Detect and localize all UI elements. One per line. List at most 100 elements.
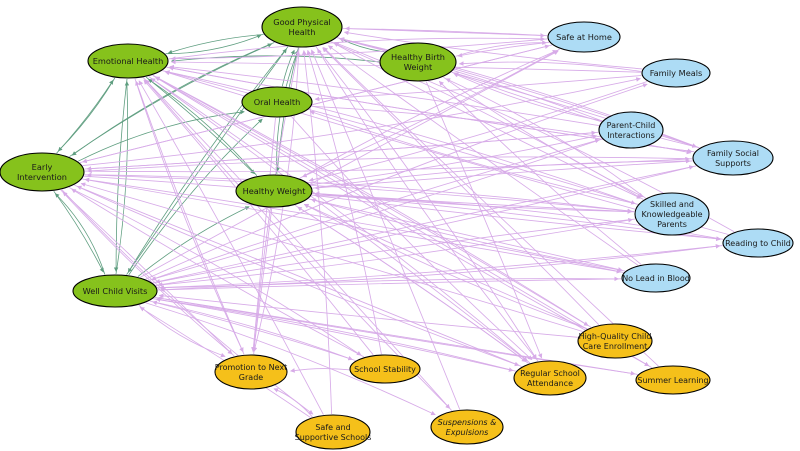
edge-healthy-birth-weight-to-emotional-health: [171, 55, 380, 63]
edge-good-physical-health-to-emotional-health: [167, 34, 264, 54]
edge-skilled-and-knowledgeable-parents-to-well-child-visits: [157, 218, 636, 287]
edge-emotional-health-to-healthy-weight: [145, 76, 255, 175]
edge-layer: [53, 26, 735, 418]
edge-family-meals-to-healthy-birth-weight: [458, 61, 642, 72]
node-reading-to-child[interactable]: Reading to Child: [722, 228, 794, 258]
edge-early-intervention-to-parent-child-interactions: [84, 130, 597, 170]
edge-healthy-birth-weight-to-safe-at-home: [455, 40, 547, 57]
edge-well-child-visits-to-suspensions-and-expulsions: [145, 302, 436, 416]
edge-oral-health-to-regular-school-attendance: [291, 116, 533, 361]
edge-family-social-supports-to-well-child-visits: [155, 165, 697, 284]
edge-emotional-health-to-early-intervention: [57, 77, 116, 152]
edge-school-stability-to-well-child-visits: [152, 300, 356, 361]
edge-skilled-and-knowledgeable-parents-to-early-intervention: [86, 172, 635, 212]
node-shape-regular-school-attendance[interactable]: [513, 360, 587, 396]
edge-early-intervention-to-safe-and-supportive-schools: [61, 189, 314, 415]
edge-healthy-weight-to-safe-at-home: [299, 50, 558, 179]
node-no-lead-in-blood[interactable]: No Lead in Blood: [621, 263, 691, 293]
edge-early-intervention-to-school-stability: [68, 187, 362, 356]
edge-skilled-and-knowledgeable-parents-to-healthy-birth-weight: [445, 78, 646, 199]
node-shape-suspensions-and-expulsions[interactable]: [430, 409, 504, 445]
edge-school-stability-to-early-intervention: [71, 188, 365, 358]
node-shape-emotional-health[interactable]: [87, 43, 169, 79]
node-shape-parent-child-interactions[interactable]: [598, 111, 664, 149]
edge-safe-at-home-to-emotional-health: [170, 38, 548, 61]
node-shape-high-quality-child-care-enrollment[interactable]: [577, 323, 653, 359]
edge-well-child-visits-to-healthy-weight: [137, 206, 250, 277]
node-suspensions-and-expulsions[interactable]: Suspensions &Expulsions: [430, 409, 504, 445]
node-shape-family-meals[interactable]: [641, 58, 711, 88]
edge-early-intervention-to-well-child-visits: [53, 190, 104, 273]
edge-safe-at-home-to-healthy-birth-weight: [457, 41, 550, 58]
node-shape-early-intervention[interactable]: [0, 152, 85, 192]
edge-skilled-and-knowledgeable-parents-to-oral-health: [309, 110, 638, 205]
edge-well-child-visits-to-parent-child-interactions: [148, 138, 600, 281]
node-shape-no-lead-in-blood[interactable]: [621, 263, 691, 293]
node-shape-oral-health[interactable]: [241, 86, 313, 118]
edge-safe-and-supportive-schools-to-promotion-to-next-grade: [273, 388, 313, 418]
edge-no-lead-in-blood-to-early-intervention: [84, 177, 624, 273]
node-safe-at-home[interactable]: Safe at Home: [547, 21, 621, 53]
edge-good-physical-health-to-skilled-and-knowledgeable-parents: [330, 41, 642, 199]
edge-summer-learning-to-good-physical-health: [323, 47, 659, 367]
edge-high-quality-child-care-enrollment-to-well-child-visits: [158, 293, 578, 338]
edge-emotional-health-to-promotion-to-next-grade: [134, 78, 244, 353]
edge-good-physical-health-to-well-child-visits: [127, 46, 289, 273]
edge-healthy-weight-to-no-lead-in-blood: [308, 198, 623, 272]
node-shape-healthy-weight[interactable]: [235, 174, 313, 208]
node-shape-safe-at-home[interactable]: [547, 21, 621, 53]
node-shape-family-social-supports[interactable]: [692, 140, 774, 176]
edge-family-social-supports-to-early-intervention: [87, 156, 693, 174]
edge-promotion-to-next-grade-to-early-intervention: [62, 191, 235, 357]
node-family-meals[interactable]: Family Meals: [641, 58, 711, 88]
edge-early-intervention-to-promotion-to-next-grade: [60, 189, 233, 355]
edge-well-child-visits-to-skilled-and-knowledgeable-parents: [155, 217, 633, 286]
edge-healthy-birth-weight-to-regular-school-attendance: [425, 81, 543, 359]
edge-parent-child-interactions-to-emotional-health: [169, 64, 599, 127]
edge-well-child-visits-to-early-intervention: [54, 193, 106, 275]
edge-promotion-to-next-grade-to-emotional-health: [135, 80, 245, 355]
node-shape-healthy-birth-weight[interactable]: [379, 42, 457, 82]
node-shape-good-physical-health[interactable]: [261, 6, 343, 48]
node-shape-school-stability[interactable]: [349, 354, 421, 384]
edge-oral-health-to-promotion-to-next-grade: [251, 117, 276, 352]
edge-well-child-visits-to-family-meals: [145, 83, 648, 280]
node-shape-summer-learning[interactable]: [635, 365, 711, 395]
node-healthy-weight[interactable]: Healthy Weight: [235, 174, 313, 208]
edge-well-child-visits-to-oral-health: [128, 118, 263, 276]
node-shape-promotion-to-next-grade[interactable]: [214, 354, 288, 390]
edge-school-stability-to-emotional-health: [143, 79, 374, 356]
node-summer-learning[interactable]: Summer Learning: [635, 365, 711, 395]
node-shape-safe-and-supportive-schools[interactable]: [295, 414, 371, 450]
edge-high-quality-child-care-enrollment-to-early-intervention: [80, 182, 583, 332]
node-shape-well-child-visits[interactable]: [72, 274, 158, 308]
edge-family-meals-to-healthy-weight: [308, 81, 648, 182]
edge-family-meals-to-oral-health: [314, 75, 642, 102]
node-shape-skilled-and-knowledgeable-parents[interactable]: [634, 192, 710, 236]
node-oral-health[interactable]: Oral Health: [241, 86, 313, 118]
node-shape-reading-to-child[interactable]: [722, 228, 794, 258]
node-school-stability[interactable]: School Stability: [349, 354, 421, 384]
node-emotional-health[interactable]: Emotional Health: [87, 43, 169, 79]
edge-good-physical-health-to-safe-at-home: [342, 28, 546, 38]
edge-skilled-and-knowledgeable-parents-to-emotional-health: [164, 70, 638, 205]
edge-high-quality-child-care-enrollment-to-healthy-weight: [303, 203, 588, 330]
edge-no-lead-in-blood-to-good-physical-health: [328, 45, 639, 266]
edge-summer-learning-to-emotional-health: [154, 76, 653, 368]
edge-early-intervention-to-skilled-and-knowledgeable-parents: [84, 174, 633, 214]
edge-no-lead-in-blood-to-well-child-visits: [159, 278, 622, 293]
node-well-child-visits[interactable]: Well Child Visits: [72, 274, 158, 308]
edge-skilled-and-knowledgeable-parents-to-healthy-weight: [314, 191, 635, 213]
edge-parent-child-interactions-to-well-child-visits: [151, 138, 603, 281]
